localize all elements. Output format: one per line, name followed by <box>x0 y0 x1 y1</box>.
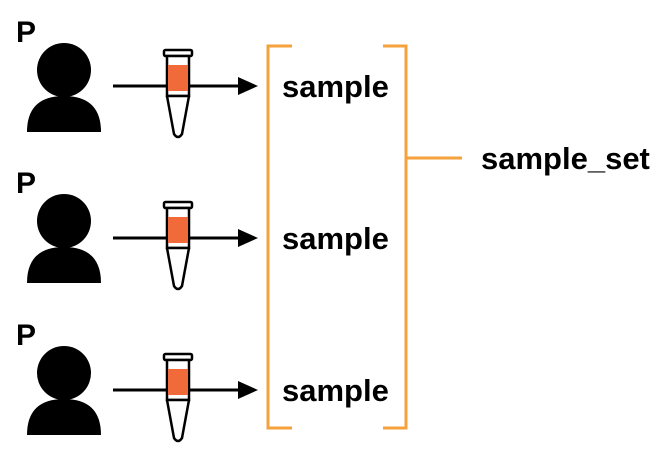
arrow-head <box>238 229 258 247</box>
sample-set-label: sample_set <box>481 141 650 176</box>
person-icon <box>27 43 101 132</box>
sample-label: sample <box>282 221 389 256</box>
row-3: P sample <box>16 319 389 443</box>
person-icon <box>27 346 101 435</box>
bracket-left <box>266 44 292 430</box>
row-1: P sample <box>16 16 389 139</box>
person-label: P <box>16 16 36 49</box>
sample-tube-icon <box>162 48 194 139</box>
person-label: P <box>16 319 36 352</box>
arrow-head <box>238 381 258 399</box>
person-icon <box>27 194 101 283</box>
row-2: P sample <box>16 167 389 291</box>
sample-tube-icon <box>162 352 194 443</box>
sample-label: sample <box>282 69 389 104</box>
person-label: P <box>16 167 36 200</box>
sample-label: sample <box>282 373 389 408</box>
arrow-head <box>238 77 258 95</box>
bracket-right <box>383 44 408 430</box>
bracket <box>266 44 462 430</box>
sample-tube-icon <box>162 200 194 291</box>
